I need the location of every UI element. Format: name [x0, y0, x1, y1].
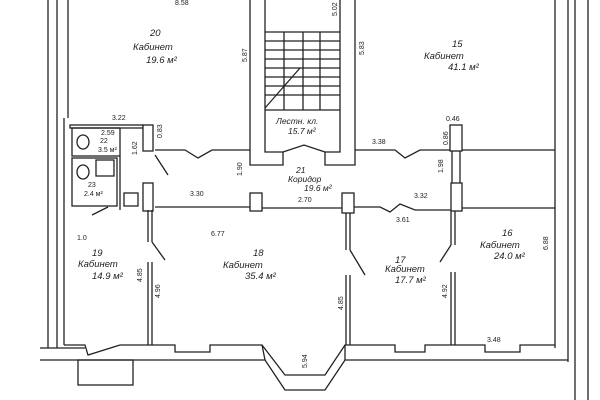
room-21-area: 19.6 м²: [304, 183, 333, 193]
dim-label: 6.88: [543, 236, 550, 250]
room-17-name: Кабинет: [385, 264, 425, 275]
room-19-name: Кабинет: [78, 259, 118, 270]
dim-label: 2.70: [298, 197, 312, 204]
room-19-area: 14.9 м²: [92, 271, 124, 282]
dimension-labels: 8.58 5.87 5.02 5.83 3.22 2.59 0.83 1.62 …: [77, 0, 550, 368]
dim-label: 0.86: [443, 131, 450, 145]
dim-label: 5.87: [242, 48, 249, 62]
room-15-number: 15: [452, 39, 463, 50]
room-16-area: 24.0 м²: [493, 251, 526, 262]
dim-label: 3.30: [190, 191, 204, 198]
dim-label: 8.58: [175, 0, 189, 7]
room-18-name: Кабинет: [223, 260, 263, 271]
dim-label: 1.98: [438, 159, 445, 173]
dim-label: 4.92: [442, 284, 449, 298]
room-labels: 20 Кабинет 19.6 м² 15 Кабинет 41.1 м² Ле…: [78, 28, 526, 286]
dim-label: 3.22: [112, 115, 126, 122]
dim-label: 1.0: [77, 235, 87, 242]
dim-label: 6.77: [211, 231, 225, 238]
room-23-area: 2.4 м²: [84, 191, 103, 198]
dim-label: 5.02: [332, 2, 339, 16]
room-19-number: 19: [92, 248, 103, 259]
stair-name: Лестн. кл.: [275, 116, 318, 126]
room-18-number: 18: [253, 248, 264, 259]
dim-label: 3.32: [414, 193, 428, 200]
room-17-area: 17.7 м²: [395, 275, 427, 286]
room-21-number: 21: [295, 165, 306, 175]
dim-label: 5.94: [302, 354, 309, 368]
walls: [40, 0, 589, 400]
dim-label: 1.62: [132, 141, 139, 155]
room-18-area: 35.4 м²: [245, 271, 277, 282]
dim-label: 4.96: [155, 284, 162, 298]
room-21-name: Коридор: [288, 174, 322, 184]
room-16-name: Кабинет: [480, 240, 520, 251]
room-20-area: 19.6 м²: [146, 55, 178, 66]
dim-label: 3.61: [396, 217, 410, 224]
room-15-area: 41.1 м²: [448, 62, 480, 73]
stair-steps: [264, 31, 340, 111]
dim-label: 0.83: [157, 124, 164, 138]
room-22-number: 22: [100, 138, 108, 145]
dim-label: 4.85: [137, 268, 144, 282]
room-20-number: 20: [149, 28, 161, 39]
room-17-number: 17: [395, 255, 406, 266]
stair-area: 15.7 м²: [288, 126, 317, 136]
room-15-name: Кабинет: [424, 51, 464, 62]
dim-label: 0.46: [446, 116, 460, 123]
dim-label: 3.38: [372, 139, 386, 146]
dim-label: 5.83: [359, 41, 366, 55]
dim-label: 3.48: [487, 337, 501, 344]
room-23-number: 23: [88, 182, 96, 189]
room-22-area: 3.5 м²: [98, 147, 117, 154]
dim-label: 4.85: [338, 296, 345, 310]
dim-label: 2.59: [101, 130, 115, 137]
room-16-number: 16: [502, 228, 513, 239]
dim-label: 1.90: [237, 162, 244, 176]
room-20-name: Кабинет: [133, 42, 173, 53]
